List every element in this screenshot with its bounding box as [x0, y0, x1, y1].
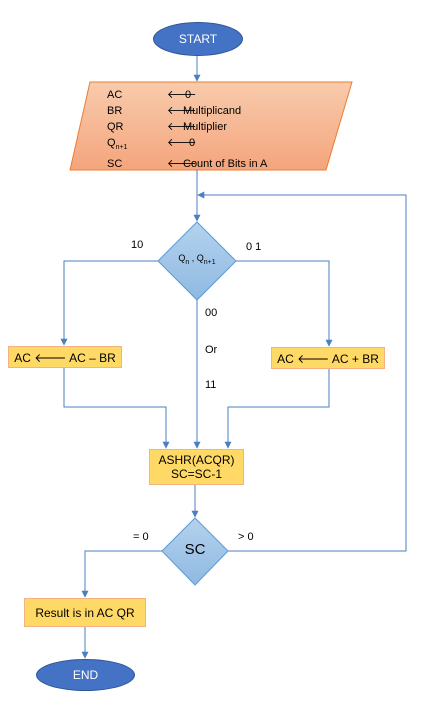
init-reg-q: Q — [107, 137, 116, 149]
init-value: 0 — [189, 137, 196, 149]
add-box: AC 🡐 AC + BR — [271, 347, 385, 369]
label-01: 0 1 — [246, 241, 262, 253]
edge-sc-loop — [197, 191, 407, 552]
edge-add-ashr — [224, 368, 330, 449]
start-label: START — [178, 32, 218, 46]
init-row-br: BR 🡐 Multiplicand — [107, 103, 327, 119]
decision-sc-text: SC — [184, 541, 206, 558]
init-reg: AC — [107, 89, 123, 101]
decision-q1-sub: n — [185, 258, 190, 266]
label-eq-zero: = 0 — [133, 531, 149, 543]
end-terminal: END — [36, 659, 135, 691]
left-arrow-icon: 🡐 — [167, 158, 197, 171]
init-value: Multiplier — [183, 121, 228, 133]
edge-sc-result — [81, 550, 162, 598]
label-11: 11 — [205, 379, 217, 391]
init-value: 0 — [185, 89, 192, 101]
init-parallelogram — [69, 81, 353, 171]
subtract-label: AC 🡐 AC – BR — [14, 350, 116, 365]
label-10: 10 — [131, 239, 144, 251]
decision-q-label: Qn , Qn+1 — [158, 253, 236, 266]
init-reg-sub: n+1 — [115, 144, 128, 152]
decision-q2-sub: n+1 — [203, 258, 216, 266]
edge-subtract-ashr — [63, 368, 170, 449]
init-row-ac: AC 🡐 0 — [107, 87, 327, 103]
decision-q1: Q — [178, 253, 186, 263]
left-arrow-icon: 🡐 — [167, 137, 197, 149]
init-reg: SC — [107, 158, 123, 171]
add-label: AC 🡐 AC + BR — [277, 351, 379, 366]
init-row-qn1: Qn+1 🡐 0 — [107, 135, 327, 156]
left-arrow-icon: 🡐 — [167, 89, 197, 101]
label-or: Or — [205, 344, 218, 356]
end-label: END — [72, 668, 99, 682]
init-value: Count of Bits in A — [183, 158, 268, 171]
init-row-sc: SC 🡐 Count of Bits in A — [107, 156, 327, 172]
init-reg: QR — [107, 121, 124, 133]
init-row-qr: QR 🡐 Multiplier — [107, 119, 327, 135]
init-block: AC 🡐 0 BR 🡐 Multiplicand QR 🡐 Multiplier… — [107, 87, 327, 172]
label-gt-zero: > 0 — [238, 531, 254, 543]
init-reg: BR — [107, 105, 123, 117]
ashr-label: ASHR(ACQR) — [158, 453, 235, 467]
decision-q2: Q — [196, 253, 204, 263]
init-reg: Qn+1 — [107, 135, 167, 156]
start-terminal: START — [153, 22, 243, 56]
decision-sep: , — [189, 253, 197, 263]
decision-sc-diamond — [161, 517, 229, 586]
sc-decrement-label: SC=SC-1 — [170, 467, 223, 481]
result-box: Result is in AC QR — [24, 598, 146, 627]
left-arrow-icon: 🡐 — [167, 105, 197, 117]
subtract-box: AC 🡐 AC – BR — [8, 346, 122, 368]
left-arrow-icon: 🡐 — [167, 121, 197, 133]
label-00: 00 — [205, 307, 218, 319]
result-label: Result is in AC QR — [35, 605, 135, 620]
edge-decision-subtract — [60, 260, 158, 346]
edge-decision-add — [236, 260, 333, 347]
ashr-box: ASHR(ACQR) SC=SC-1 — [149, 449, 244, 485]
init-value: Multiplicand — [183, 105, 242, 117]
decision-sc-label: SC — [162, 541, 228, 558]
